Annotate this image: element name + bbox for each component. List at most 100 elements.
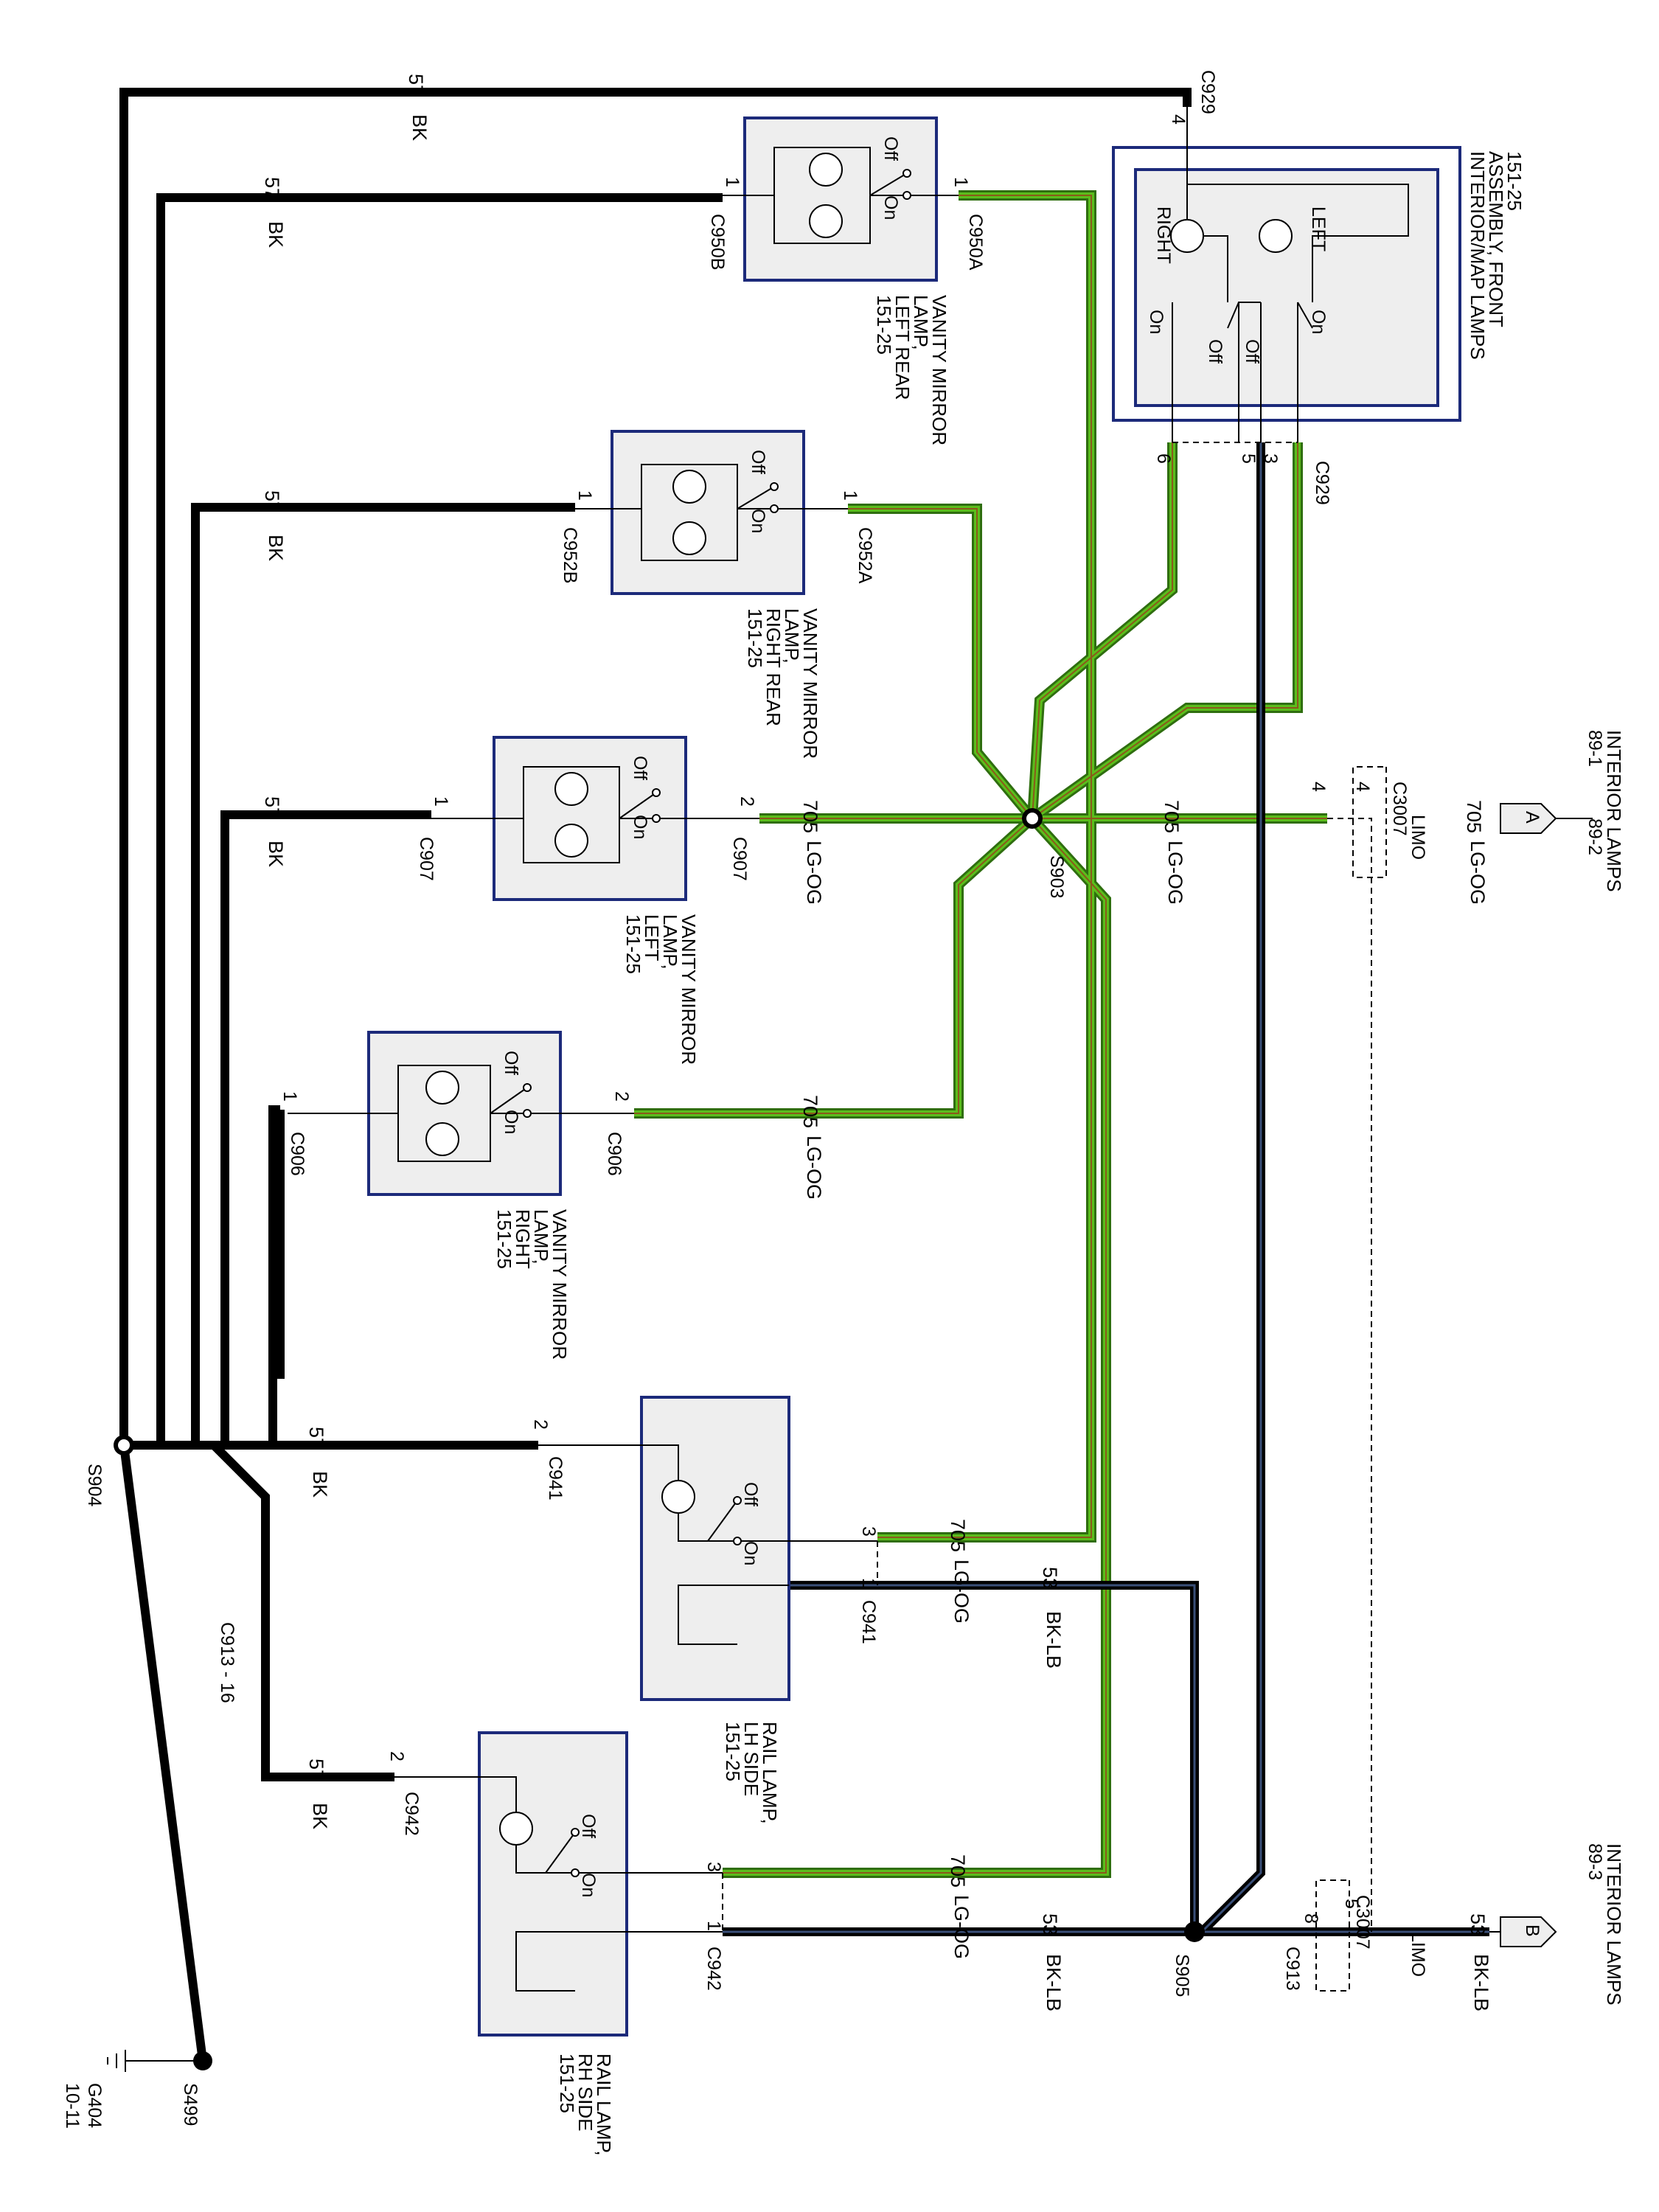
label-limo-b: LIMO (1408, 1932, 1428, 1977)
rail-rh-line2: RH SIDE (574, 2053, 597, 2131)
vm-right-rear-box (611, 430, 805, 595)
wire-bklb: BK-LB (1043, 1954, 1065, 2011)
label-s903: S903 (1046, 855, 1067, 898)
label-on: On (1308, 310, 1329, 334)
connector-dashes (722, 442, 1387, 1992)
label-c907-a: C907 (729, 837, 750, 881)
vm-lr-line3: LEFT REAR (891, 295, 914, 400)
bulb-icon (672, 470, 706, 504)
pin: 1 (950, 177, 971, 187)
label-off: Off (578, 1814, 599, 1838)
wire-57: 57 (305, 1427, 327, 1449)
vm-r-line3: RIGHT (512, 1209, 534, 1269)
bulb-icon (499, 1812, 533, 1846)
component-boxes (367, 116, 1461, 2037)
wire-bk-top: BK (408, 114, 431, 141)
vm-rr-line2: LAMP, (781, 608, 803, 664)
pin: 2 (737, 796, 757, 807)
label-off: Off (880, 136, 901, 161)
rail-rh-line1: RAIL LAMP, (593, 2053, 615, 2156)
pin: 2 (611, 1091, 632, 1102)
vm-r-line2: LAMP, (530, 1209, 552, 1265)
wire-53: 53 (1039, 1913, 1061, 1935)
pin: 3 (1260, 453, 1281, 464)
wire-lgog: LG-OG (950, 1559, 973, 1624)
rail-lh-line3: 151-25 (722, 1722, 744, 1781)
rail-lh-line2: LH SIDE (740, 1722, 762, 1796)
label-c3007-a: C3007 (1389, 782, 1410, 836)
lamp-bulbs (425, 153, 1293, 1846)
pin: 1 (703, 1921, 724, 1931)
switch-blades (490, 169, 1313, 1877)
wire-bk: BK (309, 1803, 331, 1829)
label-on: On (578, 1873, 599, 1897)
vm-r-line4: 151-25 (493, 1209, 515, 1269)
wire-lgog: LG-OG (1164, 841, 1186, 905)
bk-wires (119, 88, 1192, 2062)
offpage-b (1500, 1916, 1557, 1947)
wire-bk: BK (309, 1471, 331, 1498)
pin: 8 (1301, 1913, 1321, 1924)
vm-r-line1: VANITY MIRROR (549, 1209, 571, 1360)
offpage-b-letter: B (1522, 1924, 1543, 1937)
pin: 6 (1153, 453, 1174, 464)
label-right: RIGHT (1153, 206, 1174, 264)
label-c952b: C952B (560, 527, 580, 583)
pin: 1 (431, 796, 451, 807)
label-c907-b: C907 (416, 837, 437, 881)
vm-lr-line4: 151-25 (873, 295, 895, 355)
wire-lgog: LG-OG (950, 1895, 973, 1959)
front-ref: 151-25 (1503, 151, 1526, 211)
splice-s905 (1184, 1921, 1205, 1942)
label-s905: S905 (1172, 1954, 1192, 1997)
wire-705: 705 (799, 1095, 821, 1128)
label-c929: C929 (1197, 70, 1218, 114)
label-s499: S499 (180, 2083, 201, 2126)
label-on: On (748, 509, 768, 533)
pin: 5 (1341, 1899, 1362, 1909)
label-s904: S904 (84, 1464, 105, 1506)
pin: 1 (279, 1091, 300, 1102)
label-g404-ref: 10-11 (62, 2083, 83, 2129)
rail-lh-box (640, 1396, 790, 1701)
vm-rr-line1: VANITY MIRROR (799, 608, 821, 759)
label-c906-a: C906 (604, 1132, 625, 1176)
vm-l-line4: 151-25 (622, 914, 644, 974)
label-off: Off (630, 756, 650, 780)
wire-57-top: 57 (405, 74, 427, 96)
label-off: Off (501, 1051, 521, 1075)
wire-57: 57 (261, 796, 283, 818)
wire-bklb: BK-LB (1470, 1954, 1492, 2011)
label-c906-b: C906 (287, 1132, 307, 1176)
wire-705: 705 (1463, 800, 1485, 833)
label-c913-16: C913 - 16 (217, 1622, 237, 1703)
bulb-icon (661, 1480, 695, 1514)
offpage-a-letter: A (1522, 811, 1543, 824)
offpage-a-ref2: 89-2 (1585, 818, 1605, 855)
bulb-icon (809, 153, 843, 187)
vm-lr-line2: LAMP, (910, 295, 932, 350)
wire-bk: BK (265, 535, 287, 561)
vm-lr-line1: VANITY MIRROR (928, 295, 950, 445)
pin: 5 (1238, 453, 1259, 464)
bulb-icon (1170, 219, 1204, 253)
label-off: Off (748, 450, 768, 474)
pin: 4 (1308, 782, 1329, 792)
c3007-b-box (1315, 1879, 1350, 1992)
label-c942-b: C942 (703, 1947, 724, 1991)
label-off: Off (1242, 339, 1262, 364)
pin: 3 (858, 1526, 879, 1537)
wire-lgog: LG-OG (1467, 841, 1489, 905)
label-c913: C913 (1282, 1947, 1303, 1991)
wire-57: 57 (305, 1759, 327, 1781)
label-on: On (630, 815, 650, 839)
pin: 4 (1168, 114, 1189, 125)
wire-57: 57 (261, 490, 283, 512)
front-subtitle: ASSEMBLY, FRONT (1485, 151, 1507, 327)
splices (114, 808, 1205, 2070)
wire-53: 53 (1039, 1567, 1061, 1589)
pin: 1 (840, 490, 860, 501)
c3007-a-box (1352, 766, 1387, 878)
wire-705: 705 (1161, 800, 1183, 833)
